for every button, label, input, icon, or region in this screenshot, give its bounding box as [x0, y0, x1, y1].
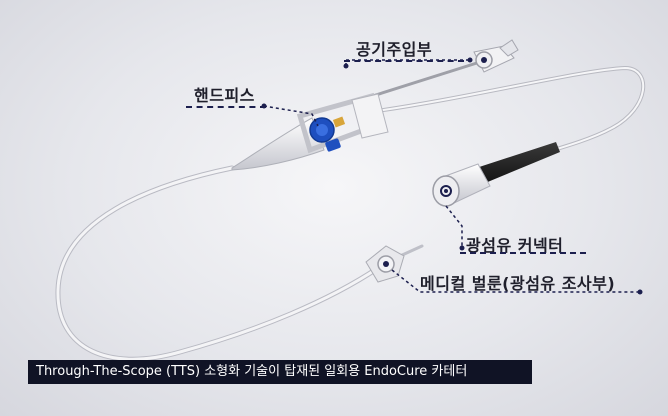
medical-balloon-body: [365, 245, 405, 283]
label-fiber-connector-underline: [460, 252, 586, 254]
air-inlet-rod: [359, 60, 481, 102]
label-fiber-connector: 광섬유 커넥터: [466, 236, 564, 255]
catheter-loop: [55, 165, 381, 362]
fiber-cable: [368, 65, 646, 162]
label-air-inlet-underline: [344, 60, 464, 62]
leader-dots: [261, 57, 643, 295]
label-air-inlet: 공기주입부: [356, 40, 433, 59]
fiber-connector-body: [432, 163, 491, 207]
air-inlet-valve: [473, 39, 519, 73]
label-handpiece: 핸드피스: [194, 86, 255, 105]
handpiece-body: [231, 92, 389, 171]
catheter-tip: [398, 244, 424, 258]
strain-relief: [470, 142, 560, 186]
label-handpiece-underline: [186, 106, 266, 108]
label-medical-balloon: 메디컬 벌룬(광섬유 조사부): [420, 274, 616, 293]
caption-bar: Through-The-Scope (TTS) 소형화 기술이 탑재된 일회용 …: [28, 360, 532, 384]
